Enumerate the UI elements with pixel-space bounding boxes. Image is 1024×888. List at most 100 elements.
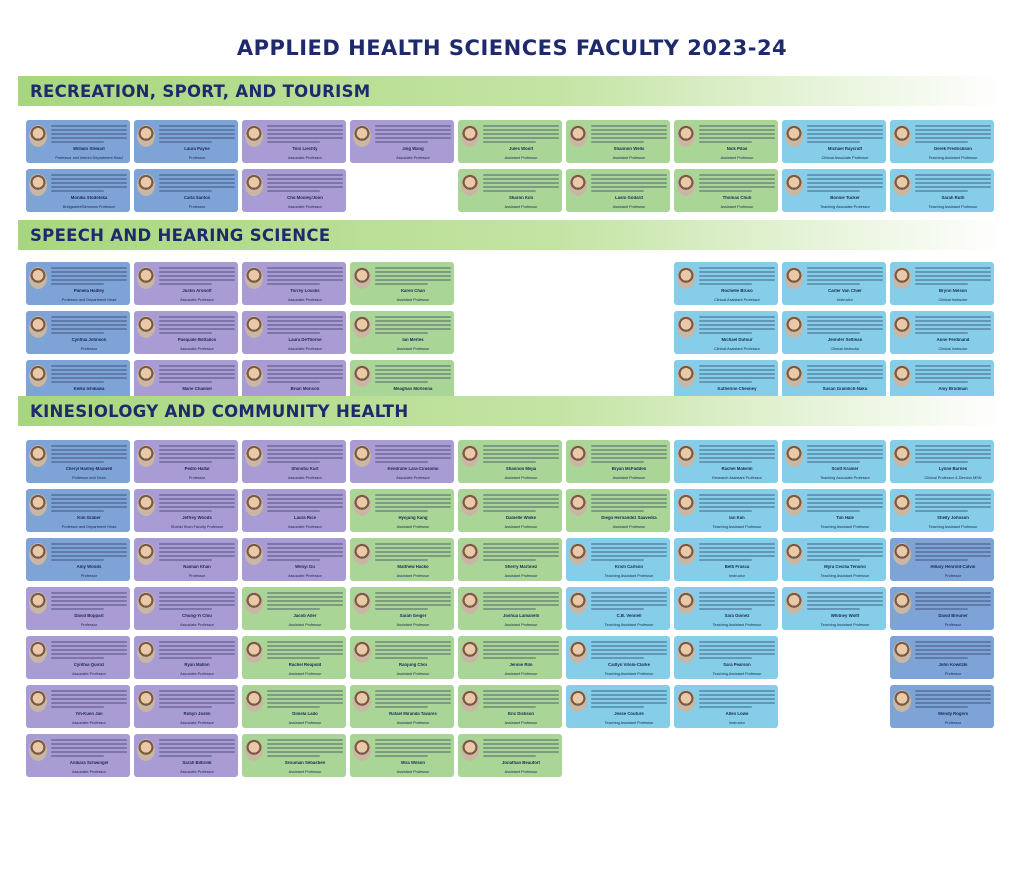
bio-line bbox=[915, 547, 991, 549]
faculty-name: Marie Channel bbox=[182, 387, 212, 392]
bio-line bbox=[591, 702, 667, 704]
bio-line bbox=[159, 461, 213, 463]
faculty-bio-text bbox=[375, 314, 451, 334]
bio-line bbox=[159, 596, 235, 598]
faculty-photo bbox=[677, 267, 695, 289]
faculty-card: Keiko IshikawaProfessor bbox=[26, 360, 130, 403]
bio-line bbox=[159, 445, 235, 447]
faculty-role: Assistant Professor bbox=[612, 204, 646, 209]
faculty-photo bbox=[677, 445, 695, 467]
bio-line bbox=[267, 694, 343, 696]
bio-line bbox=[915, 190, 969, 192]
bio-line bbox=[699, 186, 775, 188]
faculty-role: Assistant Professor bbox=[504, 720, 538, 725]
bio-line bbox=[591, 461, 645, 463]
bio-line bbox=[375, 129, 451, 131]
faculty-bio-text bbox=[267, 590, 343, 610]
bio-line bbox=[267, 698, 343, 700]
faculty-name: Sherry Martinez bbox=[504, 565, 538, 570]
faculty-photo bbox=[29, 543, 47, 565]
faculty-name: Toni Liechty bbox=[292, 147, 318, 152]
faculty-bio-text bbox=[591, 639, 667, 659]
bio-line bbox=[267, 453, 343, 455]
bio-line bbox=[159, 279, 235, 281]
bio-line bbox=[483, 547, 559, 549]
bio-line bbox=[159, 316, 235, 318]
faculty-name: Rachel Makelin bbox=[721, 467, 753, 472]
faculty-bio-text bbox=[159, 314, 235, 334]
faculty-card: Susan Gramlich-NakuInstructor bbox=[782, 360, 886, 403]
faculty-photo bbox=[893, 316, 911, 338]
bio-line bbox=[375, 141, 429, 143]
bio-line bbox=[915, 279, 991, 281]
faculty-bio-text bbox=[159, 737, 235, 757]
faculty-role: Professor bbox=[188, 204, 206, 209]
faculty-name: Katherine Chesney bbox=[717, 387, 757, 392]
bio-line bbox=[699, 129, 775, 131]
faculty-name: Michael Raycraft bbox=[827, 147, 863, 152]
bio-line bbox=[807, 555, 883, 557]
faculty-bio-text bbox=[807, 443, 883, 463]
bio-line bbox=[915, 657, 969, 659]
bio-line bbox=[483, 555, 559, 557]
faculty-role: Professor and Dean bbox=[72, 475, 106, 480]
faculty-photo bbox=[893, 365, 911, 387]
faculty-name: Ryan Mallon bbox=[184, 663, 210, 668]
section-heading-label: SPEECH AND HEARING SCIENCE bbox=[30, 225, 331, 245]
bio-line bbox=[159, 267, 235, 269]
section-heading-recreation: RECREATION, SPORT, AND TOURISM bbox=[18, 76, 1004, 106]
faculty-bio-text bbox=[699, 443, 775, 463]
faculty-photo bbox=[677, 316, 695, 338]
faculty-role: Professor and Department Head bbox=[61, 297, 117, 302]
bio-line bbox=[51, 174, 127, 176]
bio-line bbox=[699, 596, 775, 598]
bio-line bbox=[51, 178, 127, 180]
page-title: APPLIED HEALTH SCIENCES FACULTY 2023-24 bbox=[236, 36, 788, 60]
faculty-photo bbox=[245, 267, 263, 289]
bio-line bbox=[807, 498, 883, 500]
bio-line bbox=[375, 494, 451, 496]
bio-line bbox=[915, 137, 991, 139]
faculty-photo bbox=[461, 641, 479, 663]
bio-line bbox=[807, 125, 883, 127]
bio-line bbox=[159, 604, 235, 606]
faculty-bio-text bbox=[51, 639, 127, 659]
faculty-name: Sarah Bilbrink bbox=[182, 761, 212, 766]
bio-line bbox=[699, 279, 775, 281]
bio-line bbox=[51, 271, 127, 273]
bio-line bbox=[51, 320, 127, 322]
faculty-photo bbox=[137, 445, 155, 467]
faculty-card: Amy BrodmanClinical Assistant Professor bbox=[890, 360, 994, 403]
empty-slot bbox=[566, 311, 670, 354]
faculty-photo bbox=[137, 543, 155, 565]
bio-line bbox=[915, 369, 991, 371]
faculty-name: Naiman Khan bbox=[183, 565, 211, 570]
faculty-photo bbox=[353, 641, 371, 663]
faculty-bio-text bbox=[267, 688, 343, 708]
bio-line bbox=[375, 328, 451, 330]
faculty-bio-text bbox=[51, 123, 127, 143]
faculty-name: Jennifer Seltman bbox=[827, 338, 863, 343]
bio-line bbox=[375, 649, 451, 651]
bio-line bbox=[699, 641, 775, 643]
bio-line bbox=[267, 690, 343, 692]
bio-line bbox=[159, 182, 235, 184]
faculty-photo bbox=[893, 445, 911, 467]
bio-line bbox=[699, 316, 775, 318]
faculty-bio-text bbox=[267, 314, 343, 334]
faculty-role: Assistant Professor bbox=[504, 204, 538, 209]
